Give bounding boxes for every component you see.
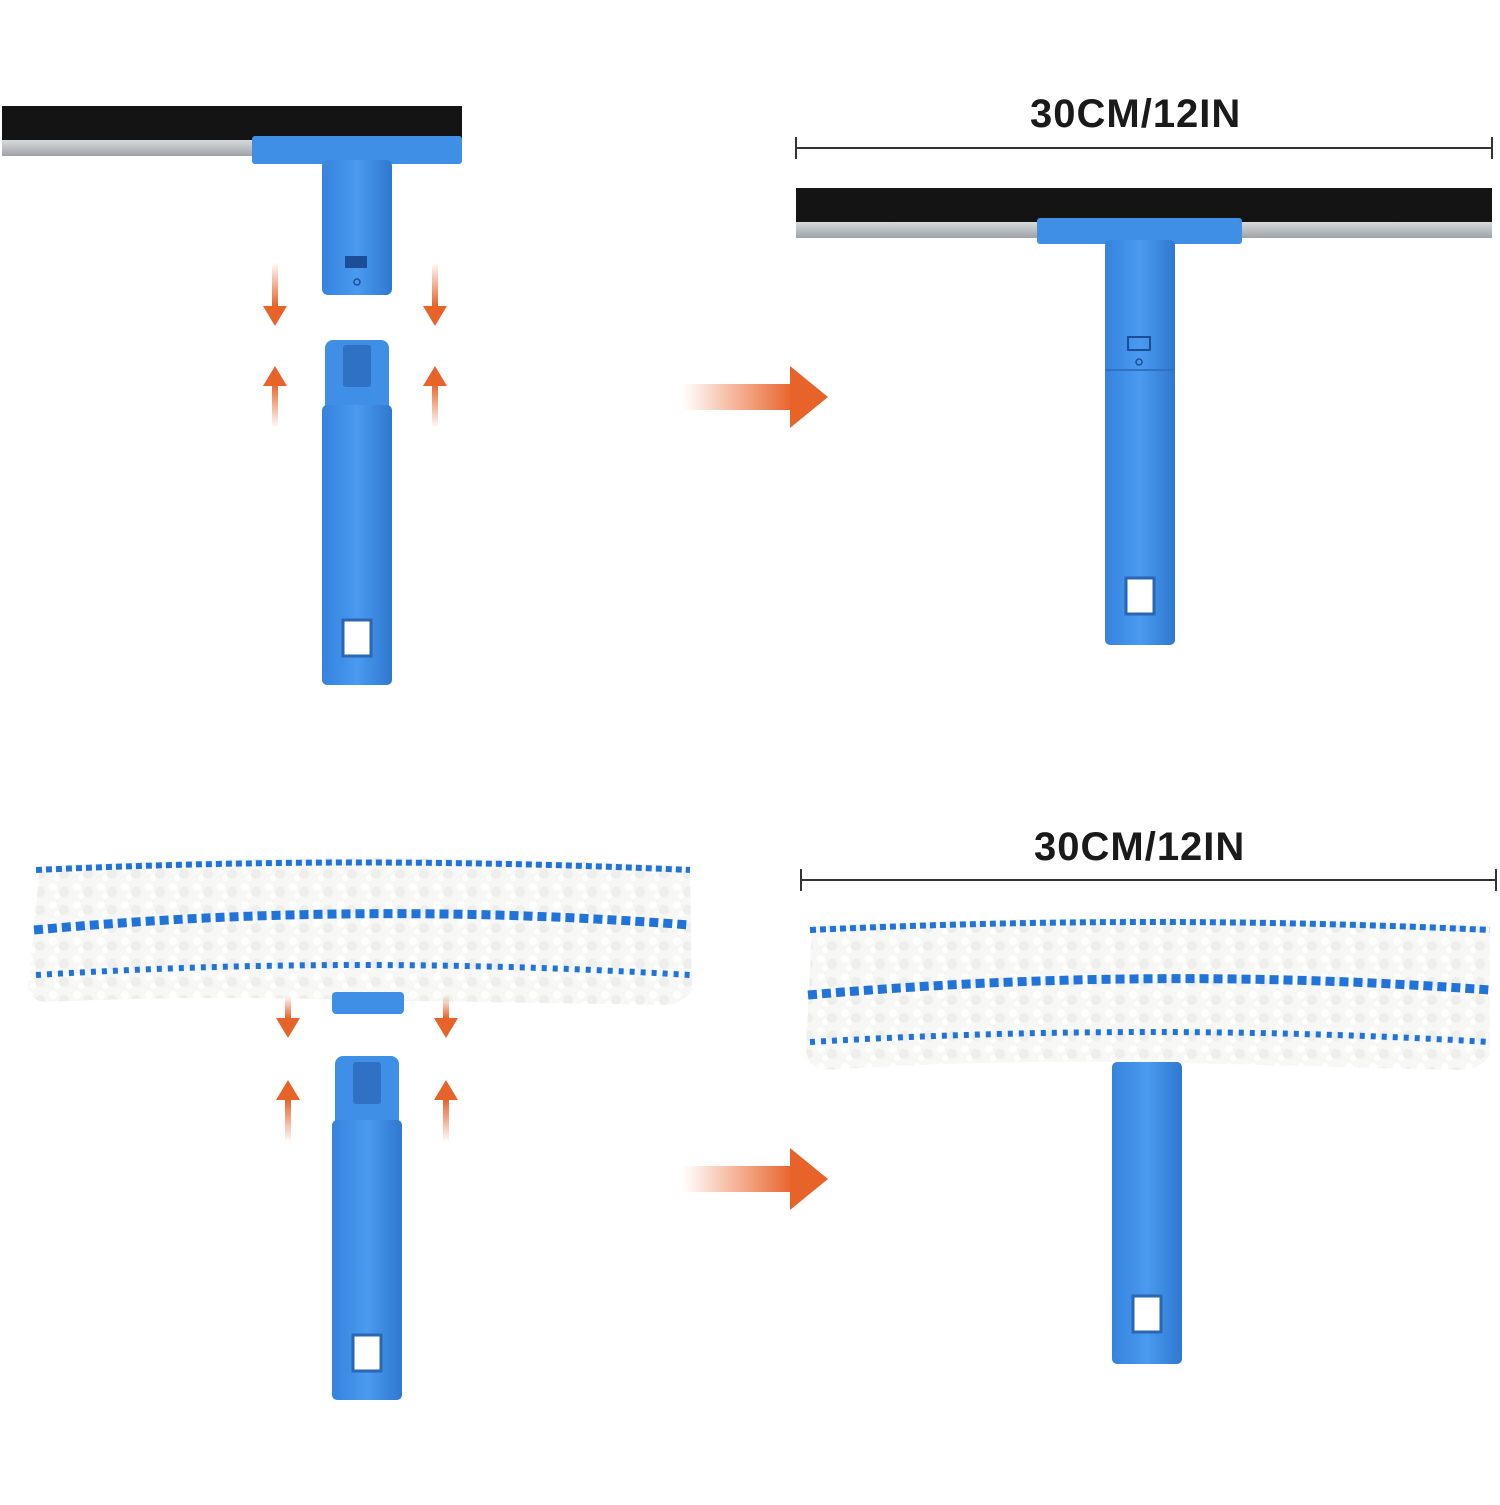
socket-latch-slot	[345, 256, 367, 268]
handle-body	[322, 405, 392, 685]
fiber-blue-top	[35, 859, 691, 873]
hang-hole	[1124, 576, 1156, 616]
insert-arrows-top	[263, 262, 447, 428]
squeegee-assembled	[796, 188, 1492, 645]
handle-latch	[343, 345, 371, 387]
up-arrow-left-shaft	[272, 384, 278, 428]
arrow-shaft	[683, 1166, 793, 1192]
hang-hole	[351, 1333, 383, 1373]
arrow-shaft	[683, 384, 793, 410]
fiber-blue-middle	[33, 909, 691, 935]
handle-body	[1105, 240, 1175, 645]
hang-hole	[1131, 1294, 1163, 1334]
up-arrow-right-shaft	[432, 384, 438, 428]
down-arrow-right-shaft	[432, 262, 438, 306]
scrubber-assembled	[806, 918, 1491, 1364]
head-socket	[332, 992, 404, 1014]
latch-button	[1127, 336, 1151, 351]
joint-hole	[1135, 358, 1143, 366]
microfiber-pad	[806, 918, 1490, 1070]
down-arrow-right-icon	[434, 1018, 458, 1038]
fiber-blue-top	[809, 919, 1491, 933]
dimension-line-top	[795, 137, 1493, 159]
handle-top-left	[322, 340, 392, 685]
blade-clamp	[252, 136, 462, 164]
blade-clamp	[1037, 218, 1242, 244]
scrubber-head-bottom-left	[28, 858, 692, 1014]
dimension-label-top: 30CM/12IN	[1030, 92, 1242, 136]
fiber-blue-bottom	[35, 962, 691, 978]
fiber-blue-middle	[807, 974, 1491, 1000]
up-arrow-right-icon	[434, 1080, 458, 1100]
up-arrow-right-icon	[423, 366, 447, 386]
right-arrow-icon	[790, 1148, 828, 1210]
socket-hole	[353, 278, 361, 286]
assembly-arrow-bottom	[683, 1148, 828, 1210]
hang-hole	[341, 618, 373, 658]
handle-latch	[353, 1062, 381, 1104]
handle-body	[332, 1120, 402, 1400]
fiber-blue-bottom	[809, 1029, 1491, 1045]
dimension-label-bottom: 30CM/12IN	[1034, 825, 1246, 869]
down-arrow-right-icon	[423, 306, 447, 326]
handle-bottom-left	[332, 1056, 402, 1400]
squeegee-head-top-left	[2, 106, 462, 295]
right-arrow-icon	[790, 366, 828, 428]
down-arrow-left-shaft	[272, 262, 278, 306]
down-arrow-left-icon	[263, 306, 287, 326]
down-arrow-left-icon	[276, 1018, 300, 1038]
up-arrow-left-icon	[276, 1080, 300, 1100]
microfiber-pad	[28, 858, 692, 1005]
insert-arrows-bottom	[276, 996, 458, 1142]
dimension-line-bottom	[800, 869, 1497, 891]
handle-body	[1112, 1062, 1182, 1364]
assembly-arrow-top	[683, 366, 828, 428]
head-socket	[322, 160, 392, 295]
up-arrow-left-icon	[263, 366, 287, 386]
